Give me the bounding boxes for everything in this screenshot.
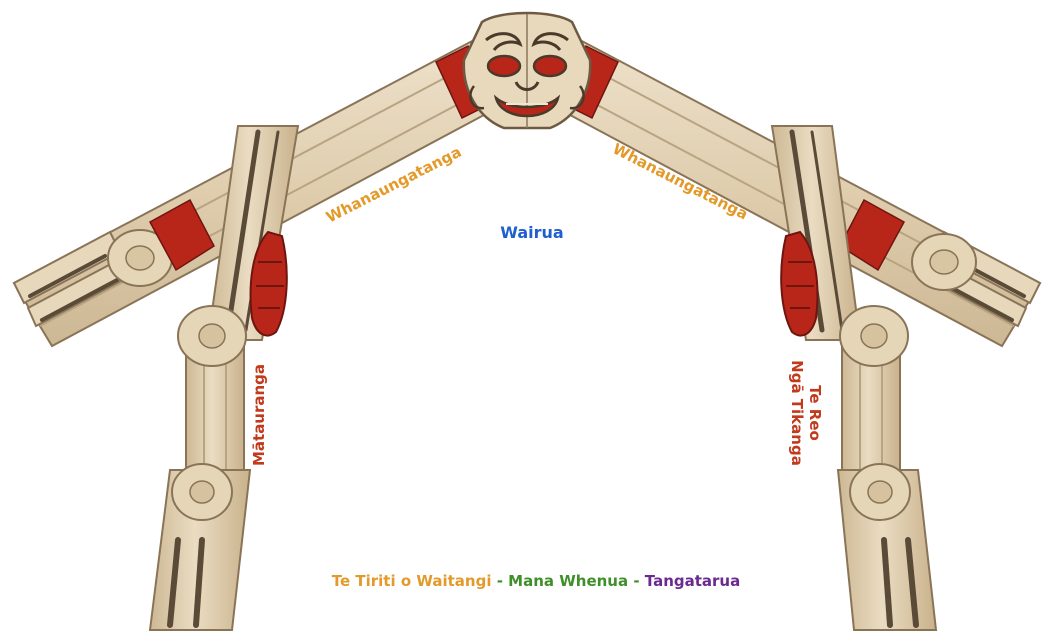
te-reo-label: Te Reo [806,385,824,441]
matauranga-label: Mātauranga [250,364,268,466]
wairua-label: Wairua [500,223,563,242]
nga-tikanga-label: Ngā Tikanga [788,360,806,466]
tekoteko-face-icon [464,13,590,128]
footer-separator: - [491,572,508,590]
footer-caption: Te Tiriti o Waitangi - Mana Whenua - Tan… [332,572,740,590]
mana-whenua-label: Mana Whenua [508,572,628,590]
tangatarua-label: Tangatarua [645,572,740,590]
footer-separator: - [628,572,645,590]
te-tiriti-label: Te Tiriti o Waitangi [332,572,492,590]
